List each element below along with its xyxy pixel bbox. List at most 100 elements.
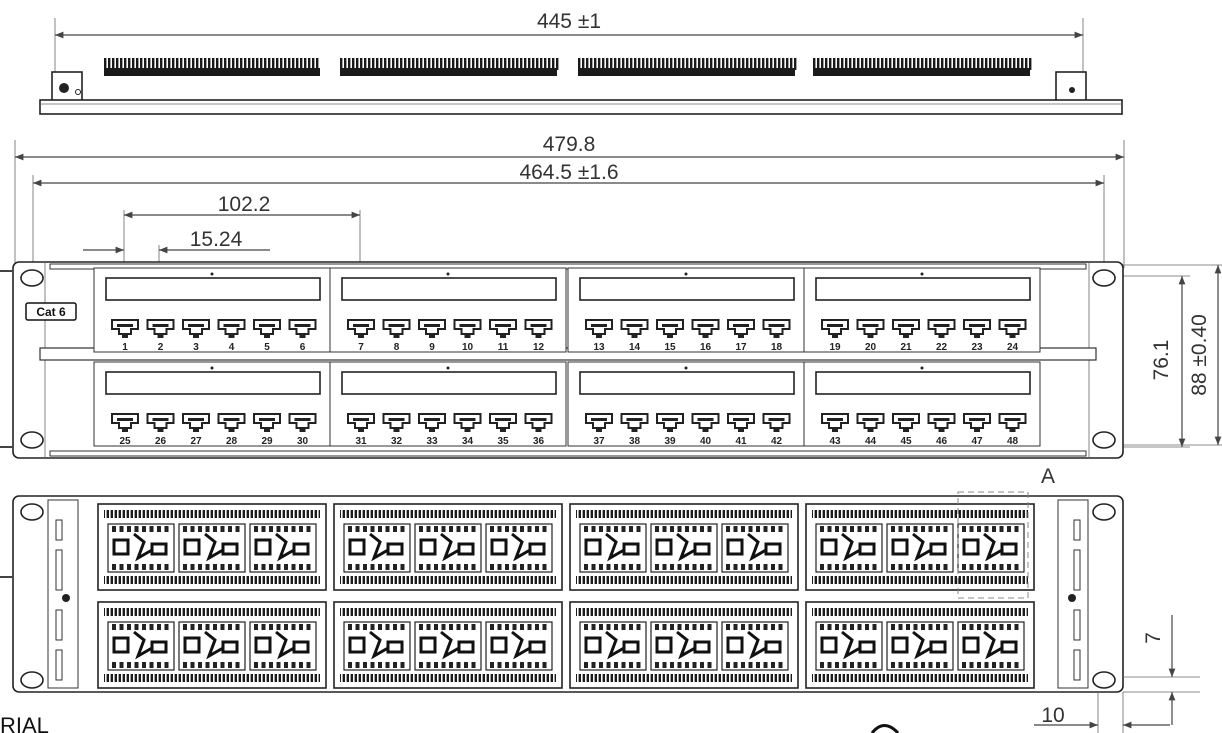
rj45-port-icon <box>217 319 246 338</box>
rj45-port-icon <box>620 413 649 432</box>
rear-horizontal-offset-label: 10 <box>1041 704 1064 727</box>
rear-view: 7 10 <box>0 491 1200 733</box>
rj45-port-icon <box>347 319 375 338</box>
front-dimensions: 479.8 464.5 ±1.6 102.2 15.24 76.1 88 ±0.… <box>14 133 1222 448</box>
port-number: 5 <box>264 342 270 353</box>
port-number: 32 <box>391 436 403 447</box>
rj45-port-icon <box>585 413 613 432</box>
rj45-port-icon <box>963 319 991 338</box>
port-number: 46 <box>936 436 948 447</box>
rj45-port-icon <box>489 413 517 432</box>
partial-logo-icon <box>870 724 900 733</box>
rear-top-left-mount-hole <box>20 503 44 521</box>
port-number: 30 <box>297 436 309 447</box>
port-number: 8 <box>394 342 400 353</box>
port-number: 13 <box>593 342 605 353</box>
port-number: 48 <box>1007 436 1019 447</box>
port-number: 37 <box>593 436 605 447</box>
rj45-port-icon <box>182 413 210 432</box>
rj45-port-icon <box>253 319 281 338</box>
port-number: 20 <box>865 342 877 353</box>
rear-idc-block <box>805 503 1035 591</box>
rj45-port-icon <box>585 319 613 338</box>
rj45-port-icon <box>146 413 175 432</box>
port-number: 17 <box>735 342 747 353</box>
port-number: 40 <box>700 436 712 447</box>
rj45-port-icon <box>288 413 317 432</box>
rj45-port-icon <box>691 413 720 432</box>
port-number: 11 <box>498 342 509 353</box>
port-number: 38 <box>629 436 641 447</box>
rj45-port-icon <box>524 319 553 338</box>
rj45-port-icon <box>727 319 755 338</box>
rj45-port-icon <box>762 319 791 338</box>
port-number: 14 <box>629 342 641 353</box>
port-number: 1 <box>122 342 128 353</box>
rear-idc-block <box>333 601 563 689</box>
top-right-bracket <box>1055 71 1087 103</box>
top-idc-block <box>578 58 797 76</box>
rj45-port-icon <box>856 319 885 338</box>
port-number: 19 <box>829 342 841 353</box>
port-number: 41 <box>735 436 747 447</box>
port-number: 45 <box>900 436 912 447</box>
rear-idc-block <box>569 503 799 591</box>
port-number: 21 <box>900 342 912 353</box>
rear-idc-block <box>97 601 327 689</box>
port-number: 15 <box>664 342 676 353</box>
port-number: 43 <box>829 436 841 447</box>
rj45-port-icon <box>620 319 649 338</box>
port-number: 35 <box>497 436 509 447</box>
material-label-fragment: RIAL <box>0 713 49 733</box>
rj45-port-icon <box>927 319 956 338</box>
rj45-port-icon <box>453 413 482 432</box>
rj45-port-icon <box>111 413 139 432</box>
rj45-port-icon <box>347 413 375 432</box>
port-number: 16 <box>700 342 712 353</box>
panel-height-label: 88 ±0.40 <box>1188 314 1211 396</box>
rj45-port-icon <box>656 413 684 432</box>
top-idc-block <box>104 58 320 76</box>
port-pitch-label: 15.24 <box>190 228 243 251</box>
front-top-right-mount-hole <box>1092 269 1116 287</box>
port-number: 24 <box>1007 342 1019 353</box>
rj45-port-icon <box>998 319 1027 338</box>
top-idc-block <box>340 58 559 76</box>
rj45-port-icon <box>418 319 446 338</box>
port-number: 29 <box>261 436 273 447</box>
top-idc-blocks <box>104 58 1032 76</box>
port-number: 2 <box>158 342 164 353</box>
rear-top-right-mount-hole <box>1092 503 1116 521</box>
rj45-port-icon <box>691 319 720 338</box>
port-number: 33 <box>426 436 438 447</box>
hole-spacing-label: 76.1 <box>1150 340 1173 381</box>
rj45-port-icon <box>821 413 849 432</box>
port-number: 12 <box>533 342 545 353</box>
detail-marker-a: A <box>1041 465 1055 488</box>
port-number: 47 <box>971 436 983 447</box>
rear-bottom-left-mount-hole <box>20 671 44 689</box>
port-number: 25 <box>119 436 131 447</box>
top-view: 445 ±1 <box>39 10 1123 115</box>
rj45-port-icon <box>892 413 920 432</box>
port-number: 36 <box>533 436 545 447</box>
rj45-port-icon <box>288 319 317 338</box>
mounting-width-label: 464.5 ±1.6 <box>519 161 618 184</box>
rj45-port-icon <box>418 413 446 432</box>
top-base-plate <box>39 99 1123 115</box>
port-number: 7 <box>358 342 364 353</box>
rear-vertical-offset-label: 7 <box>1142 632 1165 644</box>
front-bottom-right-mount-hole <box>1092 431 1116 449</box>
rj45-port-icon <box>998 413 1027 432</box>
category-badge <box>25 302 77 321</box>
rj45-port-icon <box>727 413 755 432</box>
port-number: 42 <box>771 436 783 447</box>
detail-a-outline <box>957 491 1029 599</box>
rj45-port-icon <box>856 413 885 432</box>
